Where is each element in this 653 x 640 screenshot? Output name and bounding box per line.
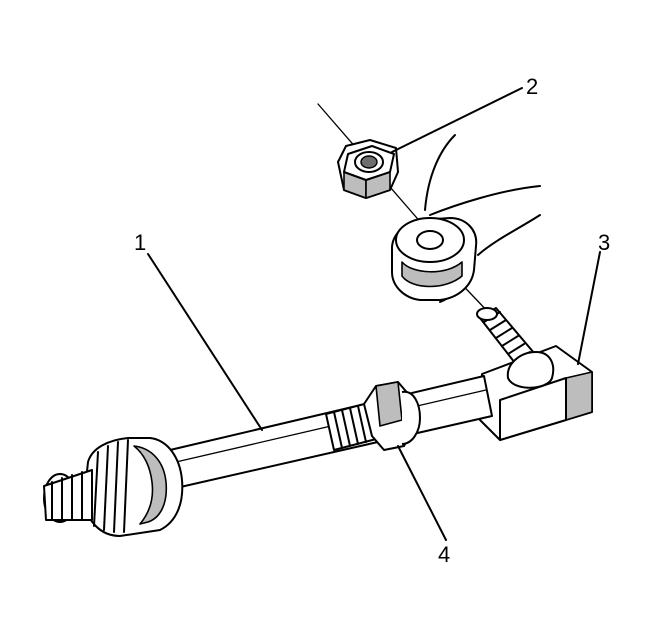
leader-line-2 (391, 87, 523, 153)
leader-line-3 (577, 251, 601, 365)
callout-2: 2 (526, 74, 538, 99)
leader-line-4 (397, 445, 447, 541)
outer-tie-rod-end (479, 345, 593, 441)
knuckle-eye (391, 217, 478, 301)
knurled-grip (93, 439, 129, 533)
end-threads (51, 471, 83, 521)
leader-line-1 (147, 253, 263, 431)
hex-nut (337, 139, 399, 199)
leader-lines (147, 87, 601, 541)
inner-tie-rod-sleeve (43, 437, 184, 537)
callout-1: 1 (134, 230, 146, 255)
callout-3: 3 (598, 230, 610, 255)
callout-4: 4 (438, 542, 450, 567)
jam-nut (363, 381, 421, 451)
